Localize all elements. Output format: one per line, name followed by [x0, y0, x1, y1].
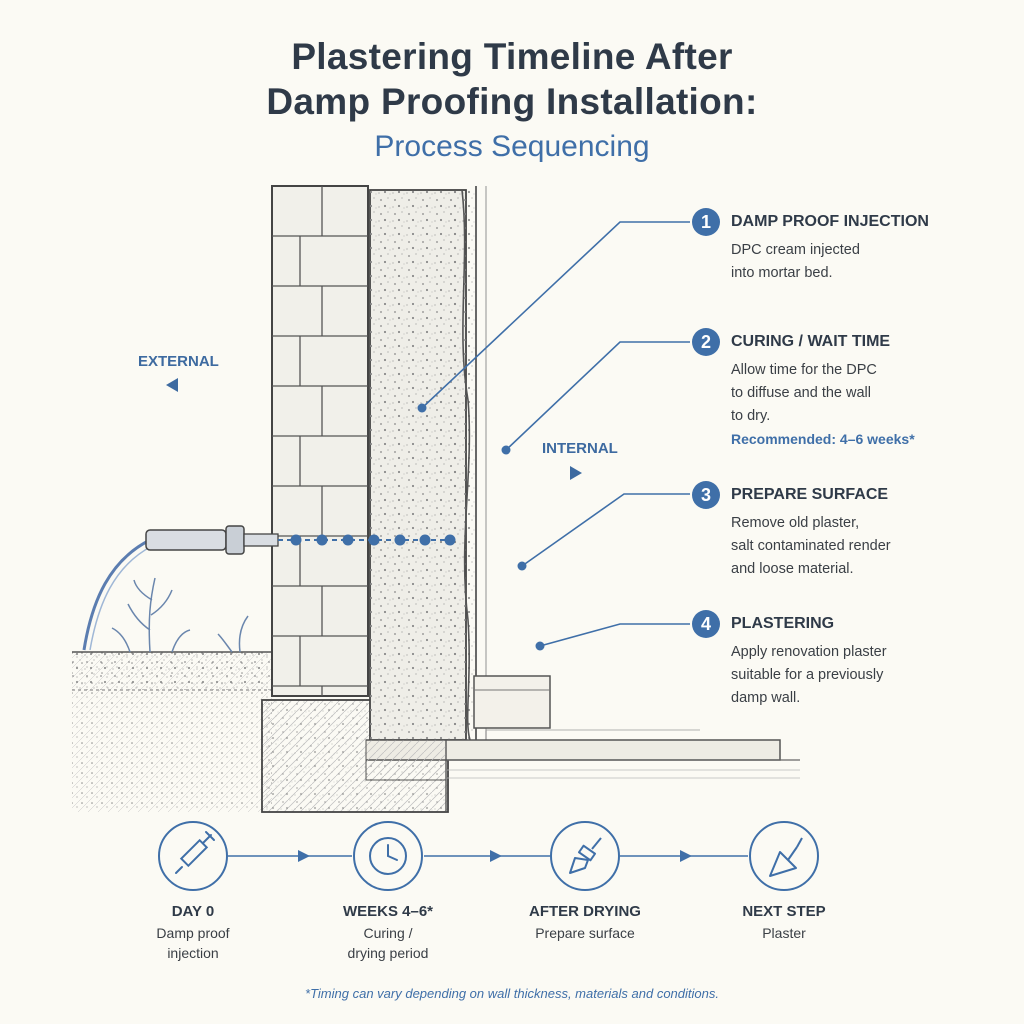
timeline-label-weeks: WEEKS 4–6*	[342, 903, 434, 920]
timeline-label-drying: AFTER DRYING	[529, 903, 641, 920]
step-line: into mortar bed.	[731, 265, 833, 281]
step-title: DAMP PROOF INJECTION	[731, 213, 929, 230]
timeline-line: Curing /	[363, 925, 413, 941]
brick-wall	[271, 185, 369, 697]
injection-gun-icon	[82, 525, 279, 651]
timeline-desc-drying: Prepare surface	[510, 923, 660, 943]
clock-icon	[369, 837, 407, 875]
step-title: PLASTERING	[731, 615, 835, 632]
step-title: CURING / WAIT TIME	[731, 333, 891, 350]
timeline-circle-next	[749, 821, 819, 891]
step-title: PREPARE SURFACE	[731, 486, 889, 503]
step-description: Apply renovation plaster suitable for a …	[731, 641, 991, 710]
step-line: Allow time for the DPC	[731, 362, 877, 378]
timeline-label-day0: DAY 0	[171, 903, 215, 920]
trowel-icon	[769, 837, 803, 877]
page-subtitle: Process Sequencing	[374, 130, 650, 163]
step-description: Remove old plaster, salt contaminated re…	[731, 512, 991, 581]
step-line: damp wall.	[731, 690, 801, 706]
arrow-right-icon	[570, 466, 582, 480]
timeline-line: Damp proof	[156, 925, 230, 941]
callout-dots	[417, 403, 545, 651]
timeline-circle-weeks	[353, 821, 423, 891]
step-number-badge: 2	[692, 328, 720, 356]
step-description: DPC cream injected into mortar bed.	[731, 239, 991, 285]
inner-render-layer	[369, 186, 487, 741]
step-number-badge: 1	[692, 208, 720, 236]
dpc-cream-dot	[290, 534, 302, 546]
timeline-circle-day0	[158, 821, 228, 891]
step-number-badge: 4	[692, 610, 720, 638]
dpc-cream-dot	[444, 534, 456, 546]
paintbrush-icon	[569, 837, 602, 874]
timeline-circle-drying	[550, 821, 620, 891]
step-line: salt contaminated render	[731, 538, 891, 554]
timeline-line: drying period	[347, 945, 429, 961]
step-line: suitable for a previously	[731, 667, 884, 683]
timeline-line: Prepare surface	[535, 925, 635, 941]
title-line-1: Plastering Timeline After	[291, 36, 733, 77]
footnote: *Timing can vary depending on wall thick…	[305, 986, 719, 1001]
timeline-desc-next: Plaster	[709, 923, 859, 943]
floor-boards	[365, 739, 800, 812]
internal-label: INTERNAL	[542, 440, 618, 457]
dpc-injection-line	[278, 534, 456, 546]
timeline-line: injection	[167, 945, 219, 961]
step-line: Remove old plaster,	[731, 515, 860, 531]
skirting-board	[473, 675, 551, 729]
dpc-cream-dot	[394, 534, 406, 546]
step-number-badge: 3	[692, 481, 720, 509]
step-recommendation: Recommended: 4–6 weeks*	[731, 431, 915, 447]
external-ground	[72, 651, 272, 812]
callout-leaders	[421, 221, 690, 647]
timeline-desc-weeks: Curing / drying period	[313, 923, 463, 963]
dpc-cream-dot	[342, 534, 354, 546]
dpc-cream-dot	[368, 534, 380, 546]
internal-wall-surface	[485, 186, 700, 731]
external-label: EXTERNAL	[138, 353, 219, 370]
dpc-cream-dot	[419, 534, 431, 546]
step-description: Allow time for the DPC to diffuse and th…	[731, 359, 991, 428]
step-line: to diffuse and the wall	[731, 385, 871, 401]
step-line: DPC cream injected	[731, 242, 860, 258]
timeline-label-next: NEXT STEP	[742, 903, 826, 920]
step-line: Apply renovation plaster	[731, 644, 887, 660]
step-line: to dry.	[731, 408, 771, 424]
plant-icon	[111, 577, 249, 653]
dpc-cream-dot	[316, 534, 328, 546]
syringe-icon	[175, 831, 215, 874]
timeline-desc-day0: Damp proof injection	[118, 923, 268, 963]
arrow-left-icon	[166, 378, 178, 392]
step-line: and loose material.	[731, 561, 854, 577]
timeline-line: Plaster	[762, 925, 806, 941]
title-line-2: Damp Proofing Installation:	[266, 81, 758, 122]
timeline-arrows	[298, 850, 692, 862]
page-title: Plastering Timeline After Damp Proofing …	[0, 34, 1024, 124]
